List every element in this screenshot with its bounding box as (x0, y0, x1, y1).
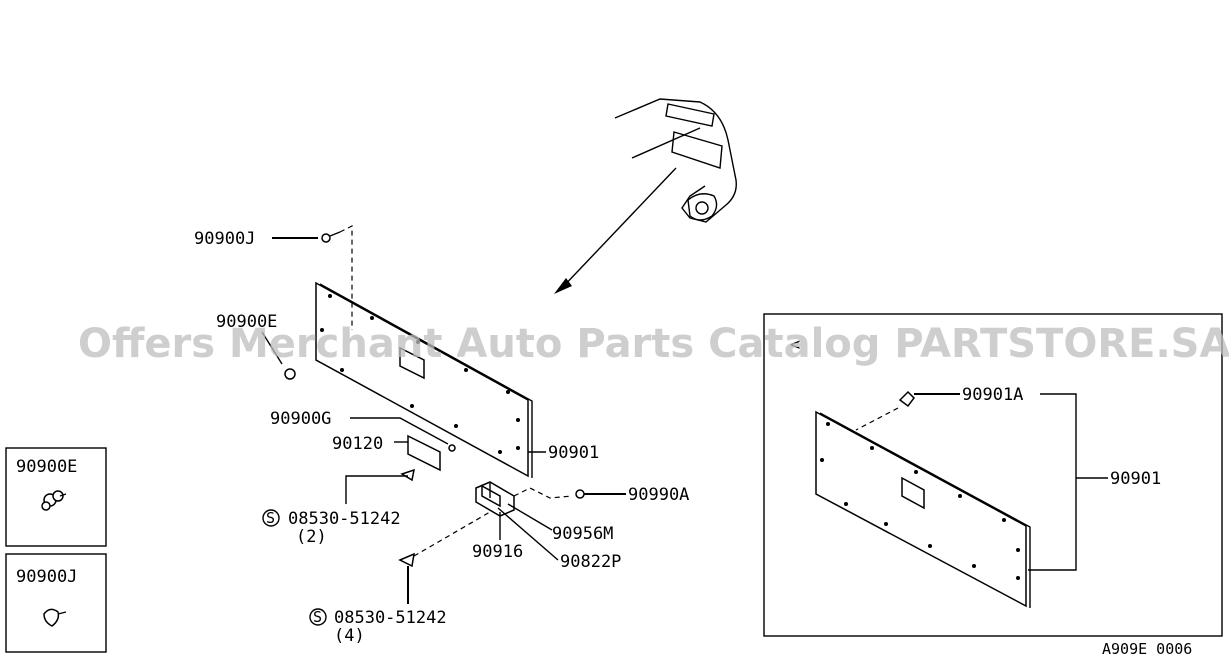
label-screw2: 08530-51242 (334, 608, 447, 628)
screw-symbol: S (266, 509, 275, 527)
screw-08530-51242-upper: S 08530-51242 (2) (262, 468, 415, 547)
label-90900E: 90900E (216, 312, 277, 332)
vehicle-rear-outline (614, 98, 737, 223)
label-90990A: 90990A (628, 485, 689, 505)
label-90900J: 90900J (194, 229, 255, 249)
handle-90916: 90990A 90956M 90822P 90916 (472, 481, 689, 572)
figure-code: A909E 0006 (1102, 640, 1192, 658)
screw-08530-51242-lower: S 08530-51242 (4) (309, 511, 491, 646)
watermark: Offers Merchant Auto Parts Catalog PARTS… (78, 321, 1229, 367)
inset-detail-box: < 90901A 90901 (763, 313, 1223, 637)
clip-90900E-icon (41, 490, 67, 511)
label-90120: 90120 (332, 434, 383, 454)
label-90900G: 90900G (270, 409, 331, 429)
label-90956M: 90956M (552, 524, 613, 544)
cover-90120: 90120 (332, 434, 441, 472)
panel-90901 (315, 281, 533, 478)
leader-90901: 90901 (528, 443, 599, 463)
direction-arrow (554, 167, 677, 294)
legend-label-90900J: 90900J (16, 567, 77, 587)
label-screw1-qty: (2) (296, 527, 327, 547)
clip-90900G: 90900G (270, 409, 456, 452)
label-inset-90901A: 90901A (962, 385, 1023, 405)
clip-90900J: 90900J (194, 225, 353, 330)
label-90822P: 90822P (560, 552, 621, 572)
clip-90900E: 90900E (216, 312, 296, 380)
legend-box-90900E: 90900E (5, 447, 107, 547)
label-screw2-qty: (4) (334, 626, 365, 646)
inset-panel-holes (820, 422, 1020, 580)
screw-symbol: S (313, 608, 322, 626)
legend-label-90900E: 90900E (16, 457, 77, 477)
label-90916: 90916 (472, 542, 523, 562)
label-screw1: 08530-51242 (288, 509, 401, 529)
label-inset-90901: 90901 (1110, 469, 1161, 489)
panel-holes (320, 294, 520, 454)
clip-90900J-icon (43, 608, 67, 627)
label-90901: 90901 (548, 443, 599, 463)
inset-arrow-glyph: < (790, 335, 800, 355)
legend-box-90900J: 90900J (5, 553, 107, 653)
